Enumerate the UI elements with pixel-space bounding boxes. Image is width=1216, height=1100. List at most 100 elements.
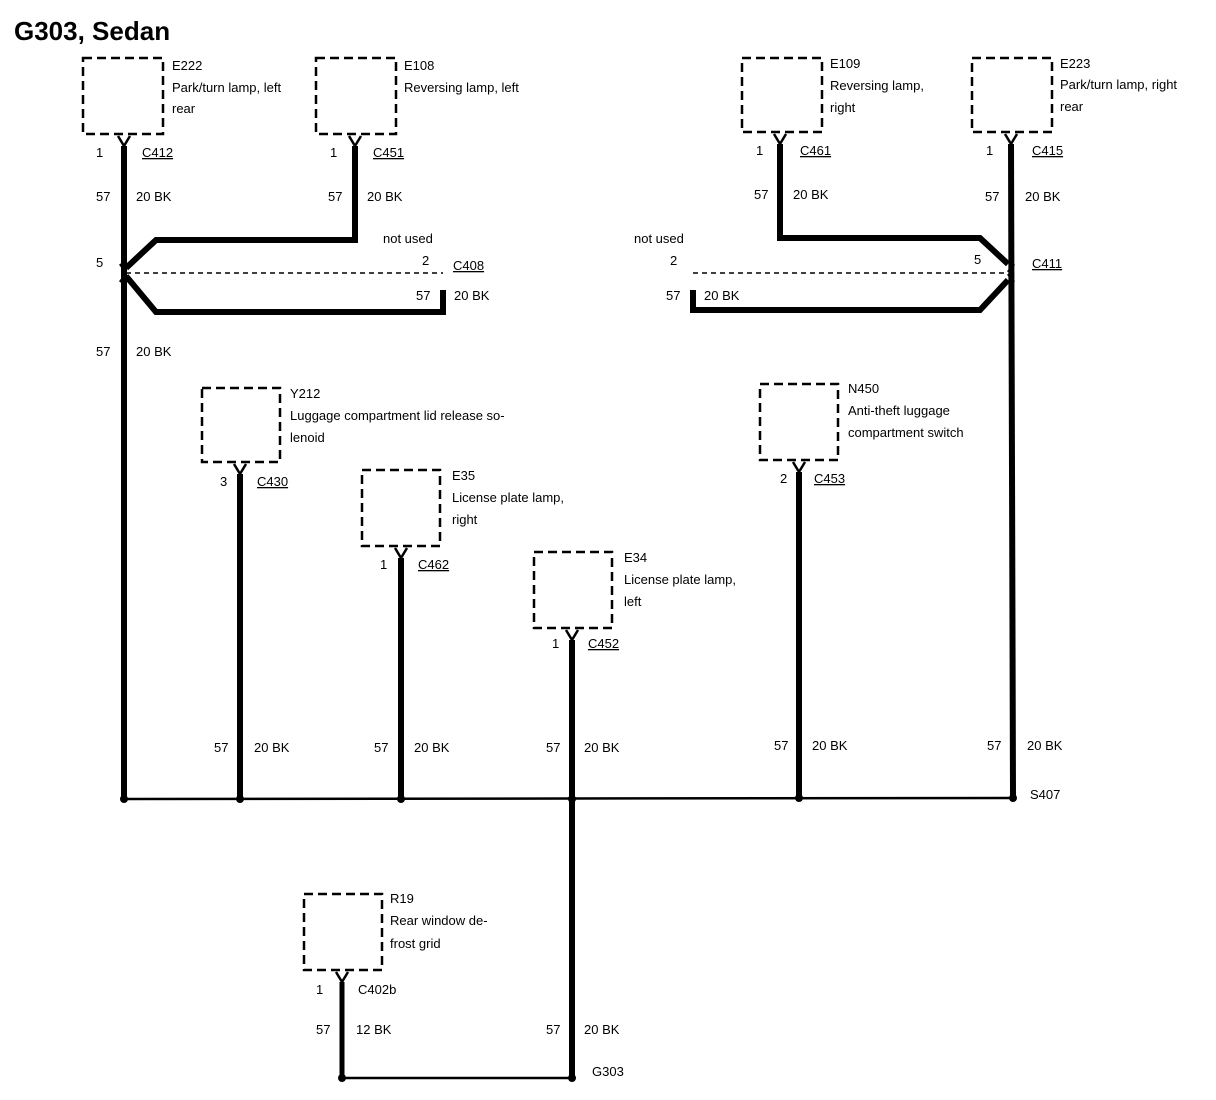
svg-text:C453: C453 [814, 471, 845, 486]
svg-text:20 BK: 20 BK [136, 189, 172, 204]
svg-text:1: 1 [552, 636, 559, 651]
svg-text:R19: R19 [390, 891, 414, 906]
svg-text:20 BK: 20 BK [367, 189, 403, 204]
svg-text:2: 2 [780, 471, 787, 486]
svg-text:left: left [624, 594, 642, 609]
c411-connector-mark [1007, 263, 1015, 283]
svg-text:1: 1 [96, 145, 103, 160]
e223-component-box [970, 56, 1054, 134]
splice-dots [120, 794, 1017, 1082]
svg-text:57: 57 [985, 189, 999, 204]
svg-text:rear: rear [1060, 99, 1084, 114]
svg-text:Anti-theft luggage: Anti-theft luggage [848, 403, 950, 418]
svg-text:5: 5 [974, 252, 981, 267]
svg-text:20 BK: 20 BK [454, 288, 490, 303]
svg-text:right: right [452, 512, 478, 527]
svg-text:License plate lamp,: License plate lamp, [624, 572, 736, 587]
svg-text:20 BK: 20 BK [584, 1022, 620, 1037]
svg-text:C412: C412 [142, 145, 173, 160]
label-c408: 5 not used 2 C408 [96, 231, 484, 273]
wire-labels: 57 20 BK 57 20 BK 57 20 BK 57 20 BK 57 2… [96, 187, 1063, 1037]
svg-text:E35: E35 [452, 468, 475, 483]
n450-component-box [758, 382, 840, 462]
svg-text:frost grid: frost grid [390, 936, 441, 951]
label-e109: E109 Reversing lamp, right 1 C461 [756, 56, 924, 158]
svg-text:E34: E34 [624, 550, 647, 565]
wires [121, 143, 1016, 1078]
svg-text:20 BK: 20 BK [1025, 189, 1061, 204]
svg-text:C411: C411 [1032, 256, 1062, 271]
svg-text:20 BK: 20 BK [704, 288, 740, 303]
e108-component-box [314, 56, 398, 136]
y212-component-box [200, 386, 282, 464]
svg-text:lenoid: lenoid [290, 430, 325, 445]
svg-text:not used: not used [634, 231, 684, 246]
label-r19: R19 Rear window de- frost grid 1 C402b [316, 891, 488, 997]
svg-text:57: 57 [416, 288, 430, 303]
svg-text:rear: rear [172, 101, 196, 116]
svg-text:20 BK: 20 BK [254, 740, 290, 755]
svg-text:C430: C430 [257, 474, 288, 489]
label-e108: E108 Reversing lamp, left 1 C451 [330, 58, 519, 160]
svg-text:Reversing lamp,: Reversing lamp, [830, 78, 924, 93]
svg-text:20 BK: 20 BK [793, 187, 829, 202]
svg-text:not used: not used [383, 231, 433, 246]
svg-text:1: 1 [986, 143, 993, 158]
label-c411: not used 2 5 C411 [634, 231, 1062, 271]
svg-text:N450: N450 [848, 381, 879, 396]
svg-text:1: 1 [330, 145, 337, 160]
r19-component-box [302, 892, 384, 972]
svg-text:57: 57 [987, 738, 1001, 753]
svg-text:C461: C461 [800, 143, 831, 158]
svg-text:C452: C452 [588, 636, 619, 651]
e34-component-box [532, 550, 614, 630]
svg-text:20 BK: 20 BK [1027, 738, 1063, 753]
e109-component-box [740, 56, 824, 134]
label-n450: N450 Anti-theft luggage compartment swit… [780, 381, 964, 486]
e35-component-box [360, 468, 442, 548]
svg-text:57: 57 [754, 187, 768, 202]
svg-text:20 BK: 20 BK [812, 738, 848, 753]
diagram-title: G303, Sedan [14, 16, 170, 46]
svg-text:1: 1 [756, 143, 763, 158]
label-e223: E223 Park/turn lamp, right rear 1 C415 [986, 56, 1177, 158]
svg-text:57: 57 [316, 1022, 330, 1037]
svg-text:57: 57 [214, 740, 228, 755]
svg-text:Park/turn lamp, right: Park/turn lamp, right [1060, 77, 1177, 92]
svg-text:1: 1 [316, 982, 323, 997]
svg-text:C451: C451 [373, 145, 404, 160]
svg-text:C462: C462 [418, 557, 449, 572]
label-e34: E34 License plate lamp, left 1 C452 [552, 550, 736, 651]
svg-text:57: 57 [546, 740, 560, 755]
svg-text:E108: E108 [404, 58, 434, 73]
g303-label: G303 [592, 1064, 624, 1079]
svg-text:C408: C408 [453, 258, 484, 273]
svg-text:2: 2 [670, 253, 677, 268]
svg-text:Y212: Y212 [290, 386, 320, 401]
svg-text:1: 1 [380, 557, 387, 572]
svg-text:E222: E222 [172, 58, 202, 73]
svg-text:20 BK: 20 BK [584, 740, 620, 755]
label-y212: Y212 Luggage compartment lid release so-… [220, 386, 505, 489]
svg-text:12 BK: 12 BK [356, 1022, 392, 1037]
svg-text:C415: C415 [1032, 143, 1063, 158]
label-e222: E222 Park/turn lamp, left rear 1 C412 [96, 58, 281, 160]
svg-text:License plate lamp,: License plate lamp, [452, 490, 564, 505]
label-e35: E35 License plate lamp, right 1 C462 [380, 468, 564, 572]
svg-text:57: 57 [328, 189, 342, 204]
e222-component-box [81, 56, 165, 136]
svg-text:5: 5 [96, 255, 103, 270]
svg-text:Luggage compartment lid releas: Luggage compartment lid release so- [290, 408, 505, 423]
svg-text:2: 2 [422, 253, 429, 268]
svg-text:20 BK: 20 BK [414, 740, 450, 755]
svg-text:20 BK: 20 BK [136, 344, 172, 359]
svg-text:Park/turn lamp, left: Park/turn lamp, left [172, 80, 281, 95]
s407-label: S407 [1030, 787, 1060, 802]
svg-text:3: 3 [220, 474, 227, 489]
svg-text:right: right [830, 100, 856, 115]
svg-text:57: 57 [546, 1022, 560, 1037]
svg-text:Rear window de-: Rear window de- [390, 913, 488, 928]
svg-text:57: 57 [374, 740, 388, 755]
svg-text:57: 57 [96, 189, 110, 204]
